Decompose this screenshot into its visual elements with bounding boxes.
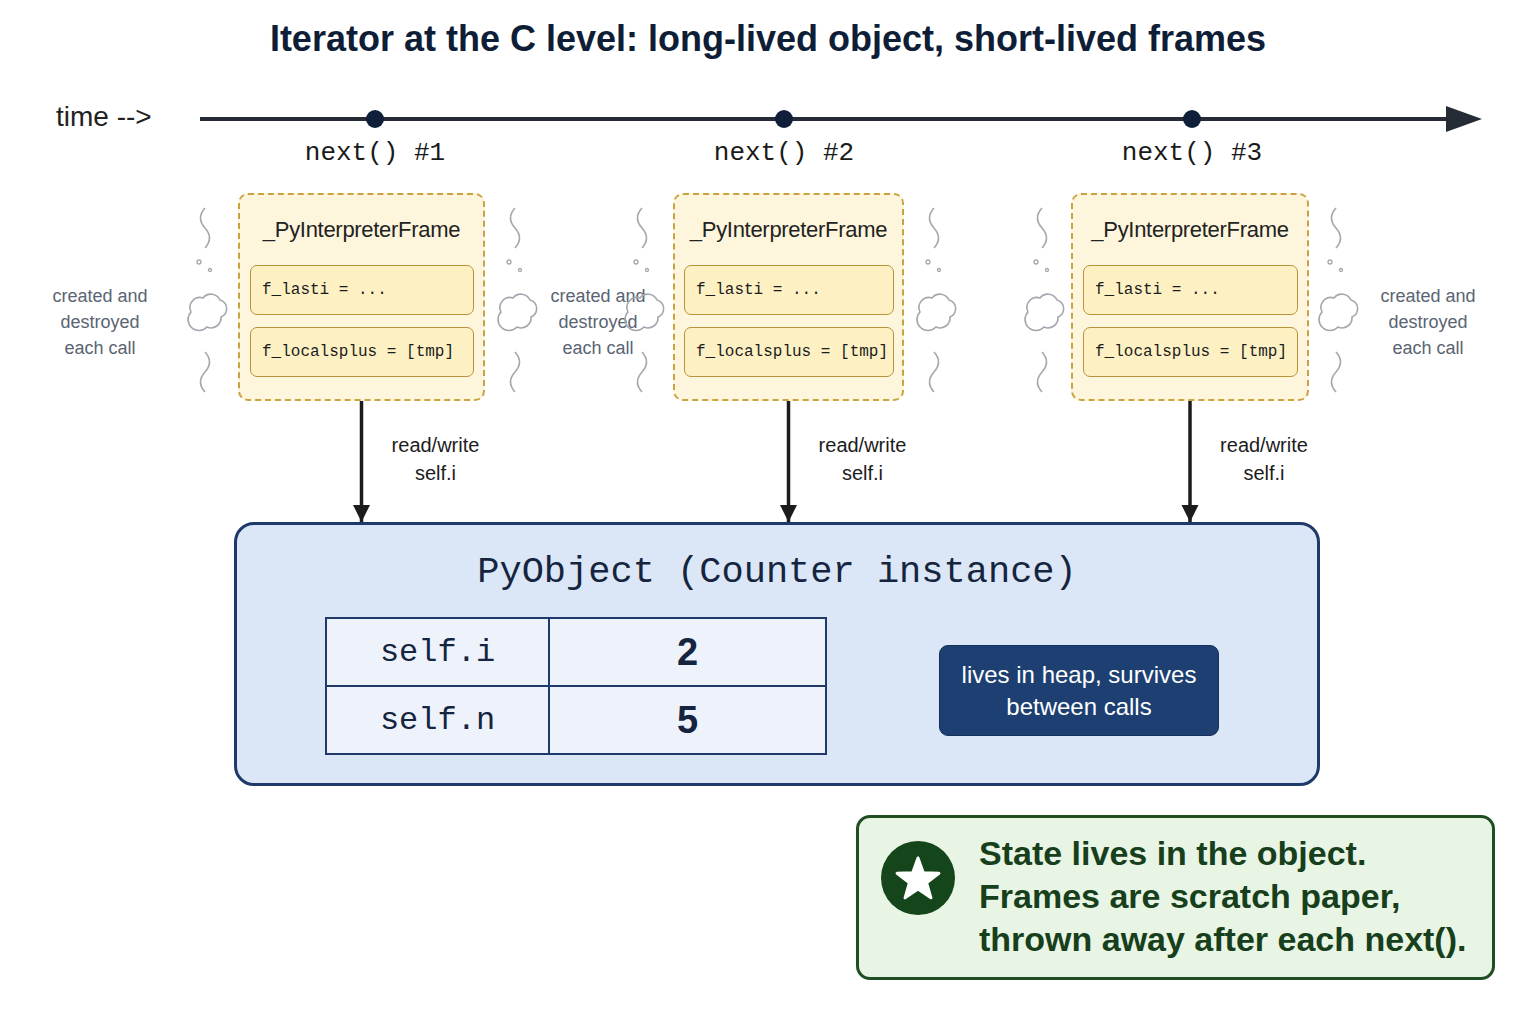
node-text: State lives in the object. Frames are sc…: [979, 832, 1484, 961]
frame-field: f_localsplus = [tmp]: [684, 327, 894, 377]
note-box: State lives in the object. Frames are sc…: [856, 815, 1495, 980]
node-text: f_lasti = ...: [251, 281, 387, 299]
timeline-tick: [366, 110, 384, 128]
node-text: _PyInterpreterFrame: [675, 217, 902, 243]
table-cell: self.n: [325, 685, 550, 755]
node-text: f_localsplus = [tmp]: [685, 343, 888, 361]
node-text: lives in heap, survives between calls: [940, 653, 1218, 729]
table-cell: 2: [548, 617, 827, 687]
node-text: f_localsplus = [tmp]: [251, 343, 454, 361]
axis-label: time -->: [56, 101, 196, 133]
node-text: f_lasti = ...: [1084, 281, 1220, 299]
edge-label: read/write self.i: [811, 431, 915, 487]
call-label: next() #1: [295, 138, 455, 168]
smoke-symbol: [498, 208, 537, 392]
heap-badge: lives in heap, survives between calls: [939, 645, 1219, 736]
node-text: _PyInterpreterFrame: [1073, 217, 1307, 243]
smoke-symbol: [188, 208, 227, 392]
node-text: _PyInterpreterFrame: [240, 217, 483, 243]
node-text: f_lasti = ...: [685, 281, 821, 299]
edge-label: read/write self.i: [384, 431, 488, 487]
frame-field: f_lasti = ...: [1083, 265, 1298, 315]
edge-label: read/write self.i: [1212, 431, 1316, 487]
frame-field: f_lasti = ...: [250, 265, 474, 315]
timeline-axis: [200, 117, 1452, 121]
node-text: f_localsplus = [tmp]: [1084, 343, 1287, 361]
timeline-tick: [1183, 110, 1201, 128]
timeline-tick: [775, 110, 793, 128]
call-label: next() #3: [1112, 138, 1272, 168]
access-arrow: [1188, 401, 1192, 522]
interpreter-frame: _PyInterpreterFrame f_lasti = ... f_locals…: [673, 193, 904, 401]
access-arrow: [360, 401, 364, 522]
smoke-symbol: [917, 208, 956, 392]
access-arrow: [787, 401, 791, 522]
diagram-title: Iterator at the C level: long-lived obje…: [0, 18, 1536, 60]
timeline-arrowhead: [1446, 106, 1482, 132]
interpreter-frame: _PyInterpreterFrame f_lasti = ... f_locals…: [238, 193, 485, 401]
table-cell: self.i: [325, 617, 550, 687]
node-text: PyObject (Counter instance): [237, 551, 1317, 593]
lifetime-note: created and destroyed each call: [1370, 283, 1486, 361]
lifetime-note: created and destroyed each call: [42, 283, 158, 361]
lifetime-note: created and destroyed each call: [540, 283, 656, 361]
smoke-symbol: [1025, 208, 1064, 392]
frame-field: f_localsplus = [tmp]: [250, 327, 474, 377]
edge-group: [362, 401, 1191, 522]
table-cell: 5: [548, 685, 827, 755]
smoke-symbol: [1319, 208, 1358, 392]
frame-field: f_lasti = ...: [684, 265, 894, 315]
interpreter-frame: _PyInterpreterFrame f_lasti = ... f_locals…: [1071, 193, 1309, 401]
call-label: next() #2: [704, 138, 864, 168]
frame-field: f_localsplus = [tmp]: [1083, 327, 1298, 377]
